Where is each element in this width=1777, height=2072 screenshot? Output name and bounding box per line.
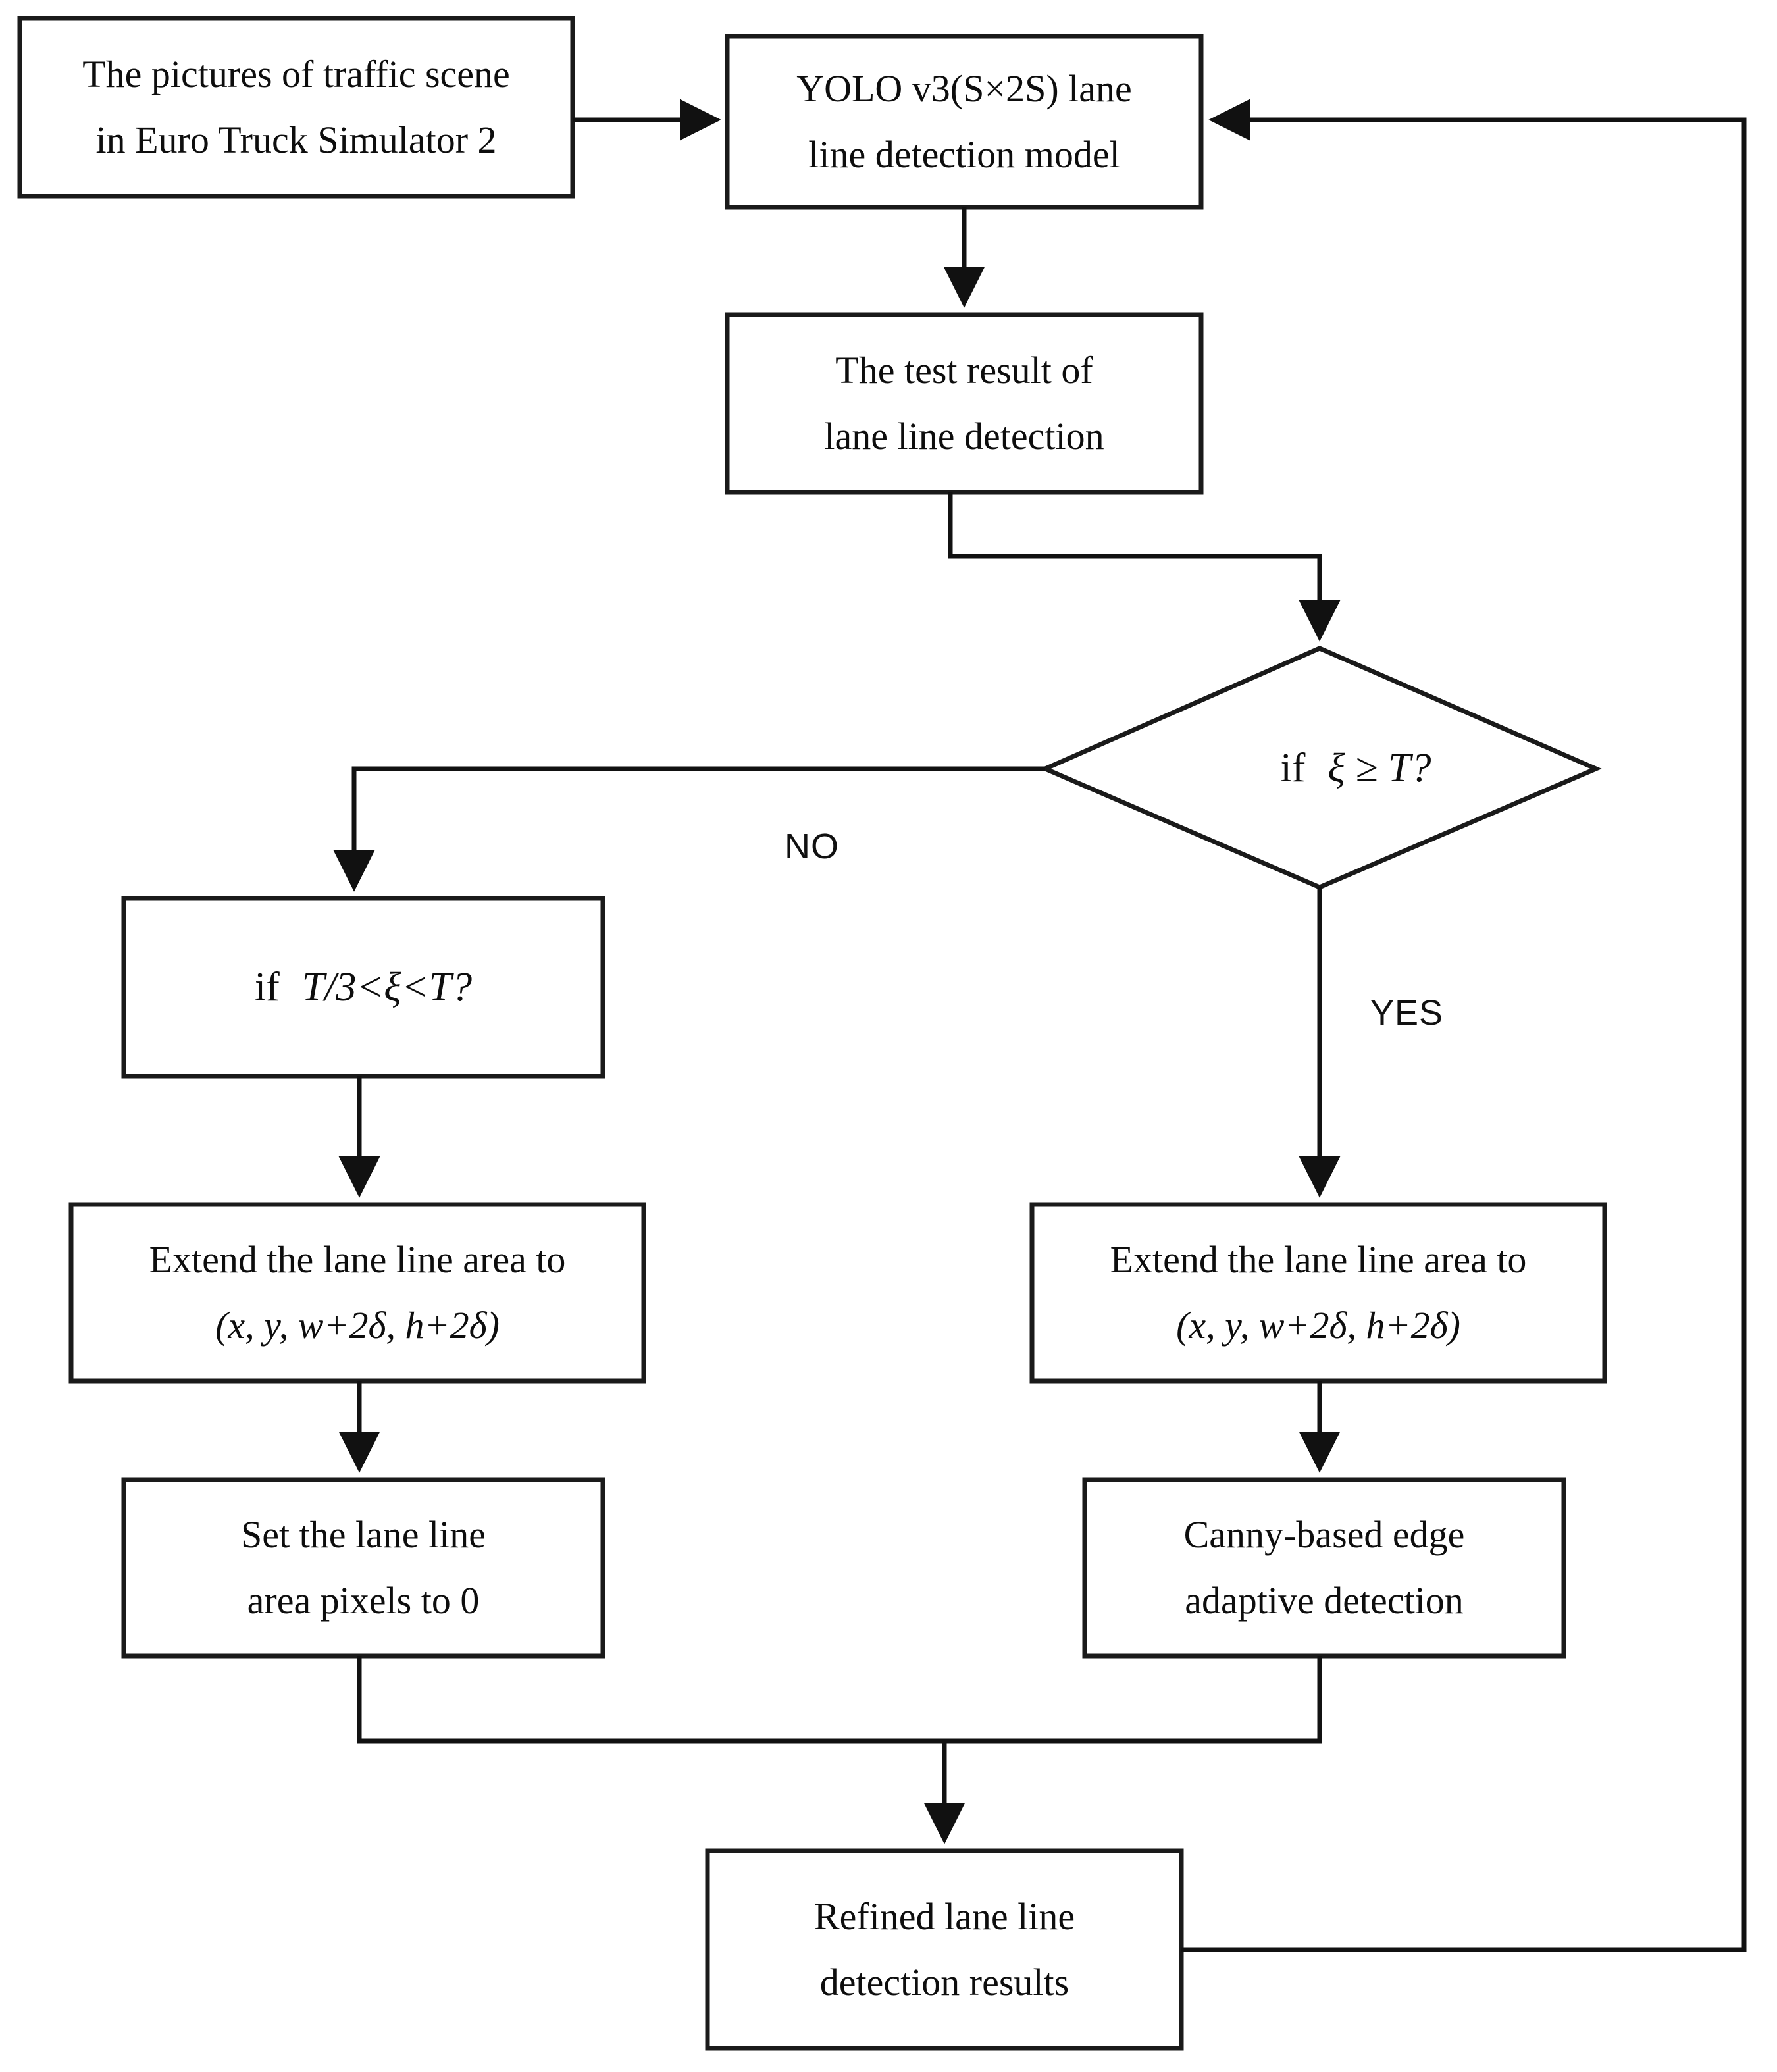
- node-shape-refined-results: [705, 1848, 1184, 2051]
- edge-test-result-to-decision: [948, 492, 1341, 642]
- node-shape-yolo-model: [725, 34, 1204, 210]
- edge-decision-no-to-partial: [333, 766, 1045, 892]
- node-shape-test-result: [725, 312, 1204, 495]
- node-shape-extend-right: [1029, 1202, 1607, 1384]
- edge-refined-feedback-to-yolo: [1181, 99, 1747, 1952]
- edge-canny-merge: [944, 1656, 1322, 1744]
- node-shape-decision-threshold: [1039, 646, 1602, 890]
- edge-set-zero-merge: [357, 1656, 944, 1744]
- node-shape-canny-edge: [1082, 1477, 1566, 1659]
- node-shape-decision-partial: [121, 896, 605, 1079]
- node-shape-input-pictures: [17, 16, 575, 199]
- node-shape-set-zero: [121, 1477, 605, 1659]
- node-shape-extend-left: [68, 1202, 646, 1384]
